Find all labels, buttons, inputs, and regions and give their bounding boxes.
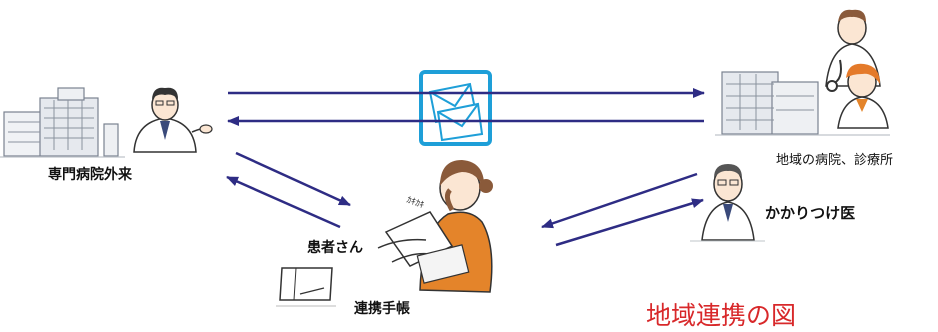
mail-icon — [419, 70, 492, 146]
arrow-to-family-doctor — [555, 198, 704, 247]
doctor-icon — [133, 87, 213, 153]
svg-text:ｶｷｶｷ: ｶｷｶｷ — [405, 194, 426, 211]
notebook-icon — [276, 267, 336, 307]
figure-title: 地域連携の図 — [646, 301, 797, 330]
doctor-icon — [837, 63, 889, 129]
arrow-to-patient-right — [541, 172, 698, 229]
patient-icon: ｶｷｶｷ — [377, 160, 493, 293]
hospital-building-icon — [715, 71, 890, 136]
notebook-label: 連携手帳 — [354, 301, 410, 317]
family-doctor-label: かかりつけ医 — [765, 204, 856, 222]
doctor-icon — [690, 164, 765, 242]
patient-label: 患者さん — [307, 240, 363, 256]
arrows — [226, 88, 705, 247]
arrow-to-patient — [235, 151, 351, 207]
local-clinic-label: 地域の病院、診療所 — [776, 153, 894, 168]
arrow-to-specialist-lower — [226, 175, 341, 229]
specialist-outpatient-label: 専門病院外来 — [48, 167, 132, 183]
hospital-building-icon — [0, 87, 125, 158]
